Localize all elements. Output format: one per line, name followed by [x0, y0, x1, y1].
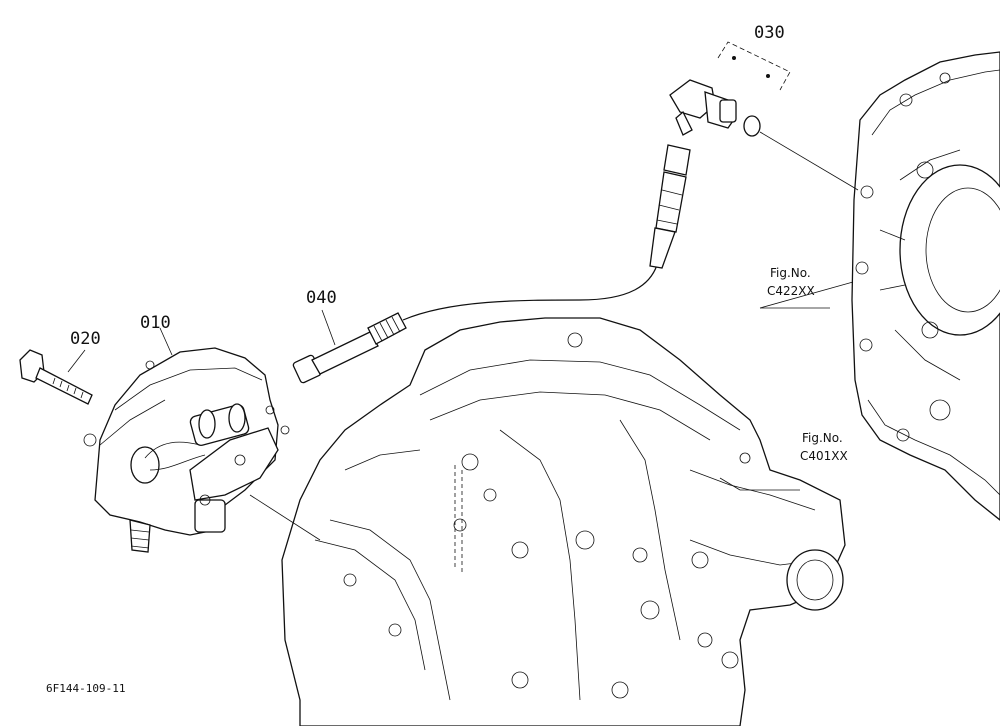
fig-ref-label-1: Fig.No.	[770, 266, 811, 280]
leader-010	[159, 327, 173, 356]
fig-ref-code-2: C401XX	[800, 449, 848, 463]
hose-line	[402, 264, 658, 321]
elbow-fitting-030	[669, 79, 761, 137]
leader-040	[321, 309, 336, 346]
leader-020	[67, 349, 86, 373]
valve-body-010	[83, 347, 290, 553]
leader-030-housing	[759, 131, 859, 191]
fig-ref-label-2: Fig.No.	[802, 431, 843, 445]
callout-020: 020	[70, 329, 101, 349]
hose-040	[292, 312, 407, 384]
bracket-dot	[732, 56, 736, 60]
callout-040: 040	[306, 288, 337, 308]
fig-ref-code-1: C422XX	[767, 284, 815, 298]
callout-010: 010	[140, 313, 171, 333]
bolt-020	[19, 349, 93, 405]
transmission-case-c401xx	[281, 317, 846, 726]
bracket-dot	[766, 74, 770, 78]
housing-c422xx	[851, 51, 1000, 521]
drawing-code: 6F144-109-11	[46, 682, 125, 695]
leader-c422xx	[759, 281, 854, 309]
hose-end-fitting	[649, 144, 691, 269]
leader-c401xx	[719, 477, 741, 491]
leader-valve-to-case	[249, 494, 321, 541]
callout-030: 030	[754, 23, 785, 43]
callout-bracket-030	[717, 41, 791, 91]
